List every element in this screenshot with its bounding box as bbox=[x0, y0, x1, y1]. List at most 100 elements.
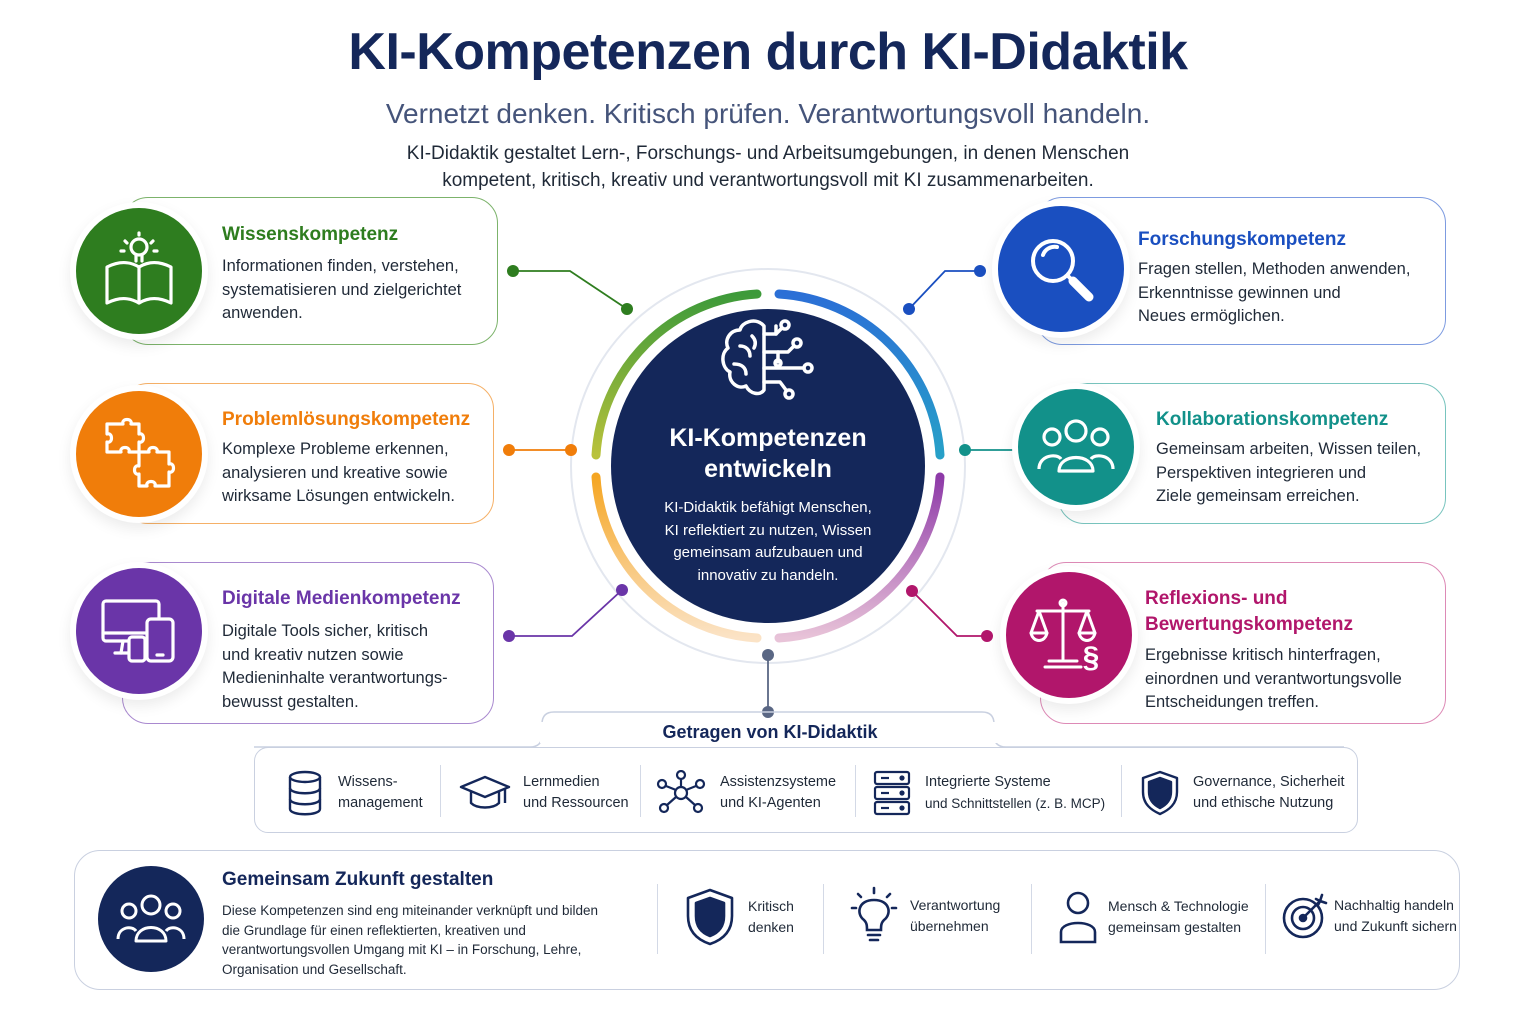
card-title: Forschungskompetenz bbox=[1138, 229, 1346, 250]
support-label: Integrierte Systeme und Schnittstellen (… bbox=[925, 772, 1105, 814]
arc-blue bbox=[774, 289, 945, 460]
card-title: Kollaborationskompetenz bbox=[1156, 409, 1389, 430]
value-kritisch-denken: Kritisch denken bbox=[686, 888, 794, 946]
server-icon bbox=[873, 770, 911, 816]
support-item-assistenzsysteme: Assistenzsysteme und KI-Agenten bbox=[656, 770, 836, 816]
person-icon bbox=[1059, 891, 1097, 944]
network-icon bbox=[656, 770, 706, 814]
magnifier-icon bbox=[992, 200, 1130, 338]
card-text: Komplexe Probleme erkennen, analysieren … bbox=[222, 438, 455, 509]
future-title: Gemeinsam Zukunft gestalten bbox=[222, 869, 494, 890]
value-label-line: denken bbox=[748, 919, 794, 935]
support-label-line: Governance, Sicherheit bbox=[1193, 774, 1345, 790]
value-verantwortung: Verantwortung übernehmen bbox=[850, 886, 1000, 946]
lightbulb-icon bbox=[850, 886, 898, 942]
card-line: Ziele gemeinsam erreichen. bbox=[1156, 487, 1360, 505]
graduation-cap-icon bbox=[459, 775, 511, 809]
card-title: Reflexions- und Bewertungskompetenz bbox=[1145, 586, 1353, 638]
support-label-line: Wissens- bbox=[338, 774, 398, 790]
divider bbox=[855, 765, 856, 817]
value-label-line: Mensch & Technologie bbox=[1108, 898, 1249, 914]
support-label-line: Lernmedien bbox=[523, 774, 600, 790]
support-label-line: Assistenzsysteme bbox=[720, 774, 837, 790]
arc-green bbox=[591, 289, 762, 460]
divider bbox=[440, 765, 441, 817]
group-icon bbox=[98, 866, 204, 972]
support-label: Wissens- management bbox=[338, 772, 423, 814]
card-text: Fragen stellen, Methoden anwenden, Erken… bbox=[1138, 258, 1410, 329]
support-item-integrierte-systeme: Integrierte Systeme und Schnittstellen (… bbox=[873, 770, 1105, 816]
card-line: Fragen stellen, Methoden anwenden, bbox=[1138, 260, 1411, 278]
center-title-line-1: KI-Kompetenzen bbox=[669, 424, 867, 452]
card-line: Ergebnisse kritisch hinterfragen, bbox=[1145, 646, 1381, 664]
intro-line-1: KI-Didaktik gestaltet Lern-, Forschungs-… bbox=[406, 143, 1130, 164]
divider bbox=[1031, 884, 1032, 954]
card-line: Komplexe Probleme erkennen, bbox=[222, 440, 449, 458]
support-label: Lernmedien und Ressourcen bbox=[523, 772, 629, 814]
database-icon bbox=[288, 770, 322, 816]
card-text: Gemeinsam arbeiten, Wissen teilen, Persp… bbox=[1156, 438, 1421, 509]
value-label: Nachhaltig handeln und Zukunft sichern bbox=[1334, 895, 1457, 937]
page-subtitle: Vernetzt denken. Kritisch prüfen. Verant… bbox=[385, 98, 1151, 129]
card-line: anwenden. bbox=[222, 304, 303, 322]
value-label-line: gemeinsam gestalten bbox=[1108, 919, 1242, 935]
future-text: Diese Kompetenzen sind eng miteinander v… bbox=[222, 901, 642, 979]
scales-paragraph-icon: § bbox=[1000, 566, 1138, 704]
divider bbox=[1265, 884, 1266, 954]
value-label: Mensch & Technologie gemeinsam gestalten bbox=[1108, 896, 1249, 938]
brain-circuit-icon bbox=[721, 319, 814, 400]
value-label-line: Kritisch bbox=[748, 898, 794, 914]
card-line: Medieninhalte verantwortungs- bbox=[222, 669, 448, 687]
card-text: Ergebnisse kritisch hinterfragen, einord… bbox=[1145, 644, 1402, 715]
intro-text: KI-Didaktik gestaltet Lern-, Forschungs-… bbox=[368, 140, 1168, 194]
divider bbox=[657, 884, 658, 954]
card-line: Perspektiven integrieren und bbox=[1156, 463, 1367, 482]
arc-orange bbox=[591, 472, 762, 643]
puzzle-icon bbox=[70, 385, 208, 523]
support-title: Getragen von KI-Didaktik bbox=[540, 722, 1000, 743]
svg-text:§: § bbox=[1083, 641, 1100, 673]
future-text-line: Diese Kompetenzen sind eng miteinander v… bbox=[222, 903, 598, 918]
devices-icon bbox=[70, 562, 208, 700]
card-line: und kreativ nutzen sowie bbox=[222, 645, 404, 664]
support-label: Assistenzsysteme und KI-Agenten bbox=[720, 772, 836, 814]
shield-icon bbox=[1141, 770, 1179, 816]
center-text-line-4: innovativ zu handeln. bbox=[697, 566, 839, 584]
card-title-line-2: Bewertungskompetenz bbox=[1145, 614, 1353, 635]
value-label-line: und Zukunft sichern bbox=[1334, 918, 1457, 934]
divider bbox=[1121, 765, 1122, 817]
intro-line-2: kompetent, kritisch, kreativ und verantw… bbox=[442, 170, 1094, 191]
value-label: Verantwortung übernehmen bbox=[910, 895, 1000, 937]
card-text: Digitale Tools sicher, kritisch und krea… bbox=[222, 620, 448, 714]
center-title: KI-Kompetenzen entwickeln bbox=[611, 423, 925, 485]
card-line: systematisieren und zielgerichtet bbox=[222, 280, 462, 299]
card-title-line-1: Reflexions- und bbox=[1145, 588, 1288, 609]
value-mensch-technologie: Mensch & Technologie gemeinsam gestalten bbox=[1058, 890, 1249, 944]
center-disc bbox=[611, 309, 925, 623]
future-text-line: Organisation und Gesellschaft. bbox=[222, 961, 407, 977]
connector-reflexion bbox=[906, 585, 993, 642]
card-title: Wissenskompetenz bbox=[222, 224, 399, 245]
team-icon bbox=[1012, 383, 1140, 511]
card-line: Informationen finden, verstehen, bbox=[222, 257, 459, 275]
support-label-line: management bbox=[338, 795, 423, 811]
value-label: Kritisch denken bbox=[748, 896, 794, 938]
card-line: Gemeinsam arbeiten, Wissen teilen, bbox=[1156, 440, 1422, 458]
connector-problem bbox=[503, 444, 577, 456]
divider bbox=[823, 884, 824, 954]
support-label-line: und ethische Nutzung bbox=[1193, 795, 1334, 811]
value-label-line: Verantwortung bbox=[910, 897, 1001, 913]
card-line: bewusst gestalten. bbox=[222, 692, 359, 711]
center-title-line-2: entwickeln bbox=[704, 455, 832, 483]
card-line: Neues ermöglichen. bbox=[1138, 307, 1285, 325]
connector-wissen bbox=[507, 265, 633, 315]
target-icon bbox=[1282, 893, 1328, 939]
support-item-governance: Governance, Sicherheit und ethische Nutz… bbox=[1141, 770, 1345, 816]
divider bbox=[640, 765, 641, 817]
arc-magenta bbox=[774, 472, 945, 643]
card-line: einordnen und verantwortungsvolle bbox=[1145, 669, 1402, 688]
future-text-line: die Grundlage für einen reflektierten, k… bbox=[222, 922, 526, 938]
value-label-line: übernehmen bbox=[910, 918, 989, 934]
page-title: KI-Kompetenzen durch KI-Didaktik bbox=[348, 23, 1188, 81]
card-line: Entscheidungen treffen. bbox=[1145, 693, 1319, 711]
